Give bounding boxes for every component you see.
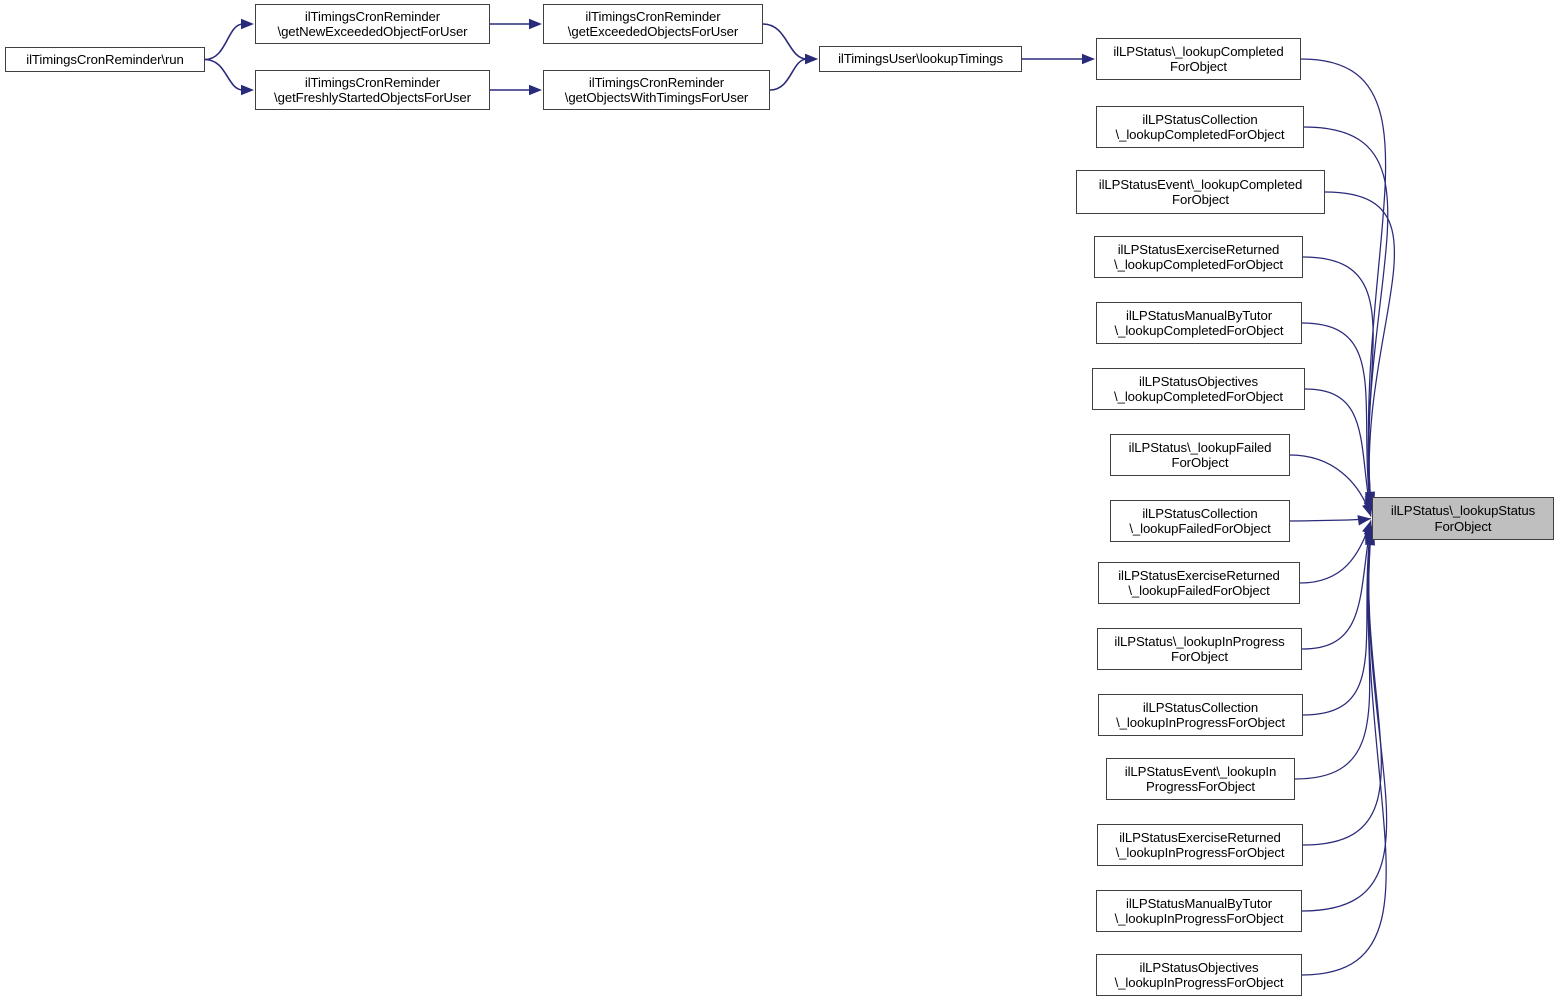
graph-node-label: ilLPStatus\_lookupCompleted ForObject	[1113, 43, 1284, 74]
graph-node-c3[interactable]: ilLPStatusEvent\_lookupCompleted ForObje…	[1076, 170, 1325, 214]
graph-node-label: ilLPStatus\_lookupInProgress ForObject	[1114, 633, 1285, 664]
graph-node-label: ilLPStatusCollection \_lookupFailedForOb…	[1129, 505, 1271, 536]
graph-node-run[interactable]: ilTimingsCronReminder\run	[5, 47, 205, 72]
graph-edge-c4-to-target	[1302, 256, 1375, 511]
graph-node-label: ilLPStatus\_lookupStatus ForObject	[1390, 503, 1536, 534]
graph-node-c8[interactable]: ilLPStatusCollection \_lookupFailedForOb…	[1110, 500, 1290, 542]
graph-node-c10[interactable]: ilLPStatus\_lookupInProgress ForObject	[1097, 628, 1302, 670]
graph-node-c1[interactable]: ilLPStatus\_lookupCompleted ForObject	[1096, 38, 1301, 80]
edge-arrowhead	[805, 53, 818, 65]
graph-node-label: ilLPStatusEvent\_lookupCompleted ForObje…	[1098, 176, 1303, 207]
edge-arrowhead	[529, 84, 542, 96]
graph-node-label: ilTimingsCronReminder\run	[26, 51, 184, 67]
graph-node-c4[interactable]: ilLPStatusExerciseReturned \_lookupCompl…	[1094, 236, 1303, 278]
graph-node-c5[interactable]: ilLPStatusManualByTutor \_lookupComplete…	[1096, 302, 1302, 344]
graph-node-newExceeded[interactable]: ilTimingsCronReminder \getNewExceededObj…	[255, 4, 490, 44]
graph-node-c15[interactable]: ilLPStatusObjectives \_lookupInProgressF…	[1096, 954, 1302, 996]
edge-arrowhead	[1357, 515, 1371, 526]
graph-node-label: ilLPStatus\_lookupFailed ForObject	[1128, 439, 1272, 470]
graph-edge-c6-to-target	[1304, 388, 1374, 515]
graph-edge-run-to-newExceeded	[204, 18, 254, 61]
graph-edge-run-to-freshlyStarted	[204, 58, 254, 96]
graph-edge-c15-to-target	[1301, 532, 1387, 976]
edge-arrowhead	[1362, 502, 1372, 517]
graph-node-label: ilLPStatusManualByTutor \_lookupComplete…	[1114, 307, 1284, 338]
graph-node-objectsWith[interactable]: ilTimingsCronReminder \getObjectsWithTim…	[543, 70, 770, 110]
graph-edge-c10-to-target	[1301, 522, 1374, 650]
graph-edge-c7-to-target	[1289, 454, 1372, 517]
graph-node-label: ilLPStatusCollection \_lookupCompletedFo…	[1115, 111, 1285, 142]
edge-arrowhead	[805, 53, 818, 65]
graph-edge-c14-to-target	[1301, 530, 1388, 912]
edge-arrowhead	[241, 18, 254, 30]
graph-edge-objectsWith-to-lookupTimings	[769, 53, 818, 91]
graph-node-label: ilLPStatusExerciseReturned \_lookupInPro…	[1115, 829, 1285, 860]
graph-node-label: ilTimingsCronReminder \getExceededObject…	[567, 8, 739, 39]
graph-edge-exceededObjects-to-lookupTimings	[762, 23, 818, 65]
graph-node-label: ilLPStatusObjectives \_lookupCompletedFo…	[1114, 373, 1283, 404]
graph-node-target[interactable]: ilLPStatus\_lookupStatus ForObject	[1372, 497, 1554, 540]
graph-node-c14[interactable]: ilLPStatusManualByTutor \_lookupInProgre…	[1096, 890, 1302, 932]
graph-node-lookupTimings[interactable]: ilTimingsUser\lookupTimings	[819, 46, 1022, 72]
edge-arrowhead	[1362, 520, 1373, 535]
graph-node-label: ilLPStatusExerciseReturned \_lookupCompl…	[1114, 241, 1283, 272]
graph-node-exceededObjects[interactable]: ilTimingsCronReminder \getExceededObject…	[543, 4, 763, 44]
graph-node-label: ilLPStatusExerciseReturned \_lookupFaile…	[1118, 567, 1280, 598]
graph-edge-c13-to-target	[1302, 528, 1382, 846]
graph-node-label: ilTimingsCronReminder \getNewExceededObj…	[277, 8, 468, 39]
graph-node-c7[interactable]: ilLPStatus\_lookupFailed ForObject	[1110, 434, 1290, 476]
graph-edge-c5-to-target	[1301, 322, 1375, 513]
graph-node-c11[interactable]: ilLPStatusCollection \_lookupInProgressF…	[1098, 694, 1303, 736]
graph-node-label: ilLPStatusCollection \_lookupInProgressF…	[1116, 699, 1285, 730]
graph-edge-newExceeded-to-exceededObjects	[489, 18, 542, 30]
graph-edge-c11-to-target	[1302, 524, 1375, 716]
graph-edge-c12-to-target	[1294, 526, 1375, 780]
graph-node-freshlyStarted[interactable]: ilTimingsCronReminder \getFreshlyStarted…	[255, 70, 490, 110]
graph-node-label: ilTimingsUser\lookupTimings	[838, 51, 1003, 67]
edge-arrowhead	[241, 84, 254, 96]
edge-arrowhead	[1082, 53, 1095, 65]
graph-node-c2[interactable]: ilLPStatusCollection \_lookupCompletedFo…	[1096, 106, 1304, 148]
graph-node-label: ilTimingsCronReminder \getFreshlyStarted…	[274, 74, 471, 105]
graph-node-label: ilLPStatusObjectives \_lookupInProgressF…	[1114, 959, 1284, 990]
graph-edge-lookupTimings-to-c1	[1022, 53, 1095, 65]
graph-edge-freshlyStarted-to-objectsWith	[490, 84, 542, 96]
edge-arrowhead	[529, 18, 542, 30]
graph-edge-c1-to-target	[1300, 58, 1387, 505]
graph-edge-c9-to-target	[1299, 520, 1373, 584]
graph-node-label: ilTimingsCronReminder \getObjectsWithTim…	[564, 74, 749, 105]
graph-node-label: ilLPStatusManualByTutor \_lookupInProgre…	[1114, 895, 1284, 926]
graph-node-label: ilLPStatusEvent\_lookupIn ProgressForObj…	[1124, 763, 1277, 794]
graph-node-c12[interactable]: ilLPStatusEvent\_lookupIn ProgressForObj…	[1106, 758, 1295, 800]
graph-node-c13[interactable]: ilLPStatusExerciseReturned \_lookupInPro…	[1097, 824, 1303, 866]
graph-node-c9[interactable]: ilLPStatusExerciseReturned \_lookupFaile…	[1098, 562, 1300, 604]
graph-edge-c3-to-target	[1324, 191, 1396, 509]
graph-node-c6[interactable]: ilLPStatusObjectives \_lookupCompletedFo…	[1092, 368, 1305, 410]
graph-edge-c8-to-target	[1289, 515, 1372, 526]
